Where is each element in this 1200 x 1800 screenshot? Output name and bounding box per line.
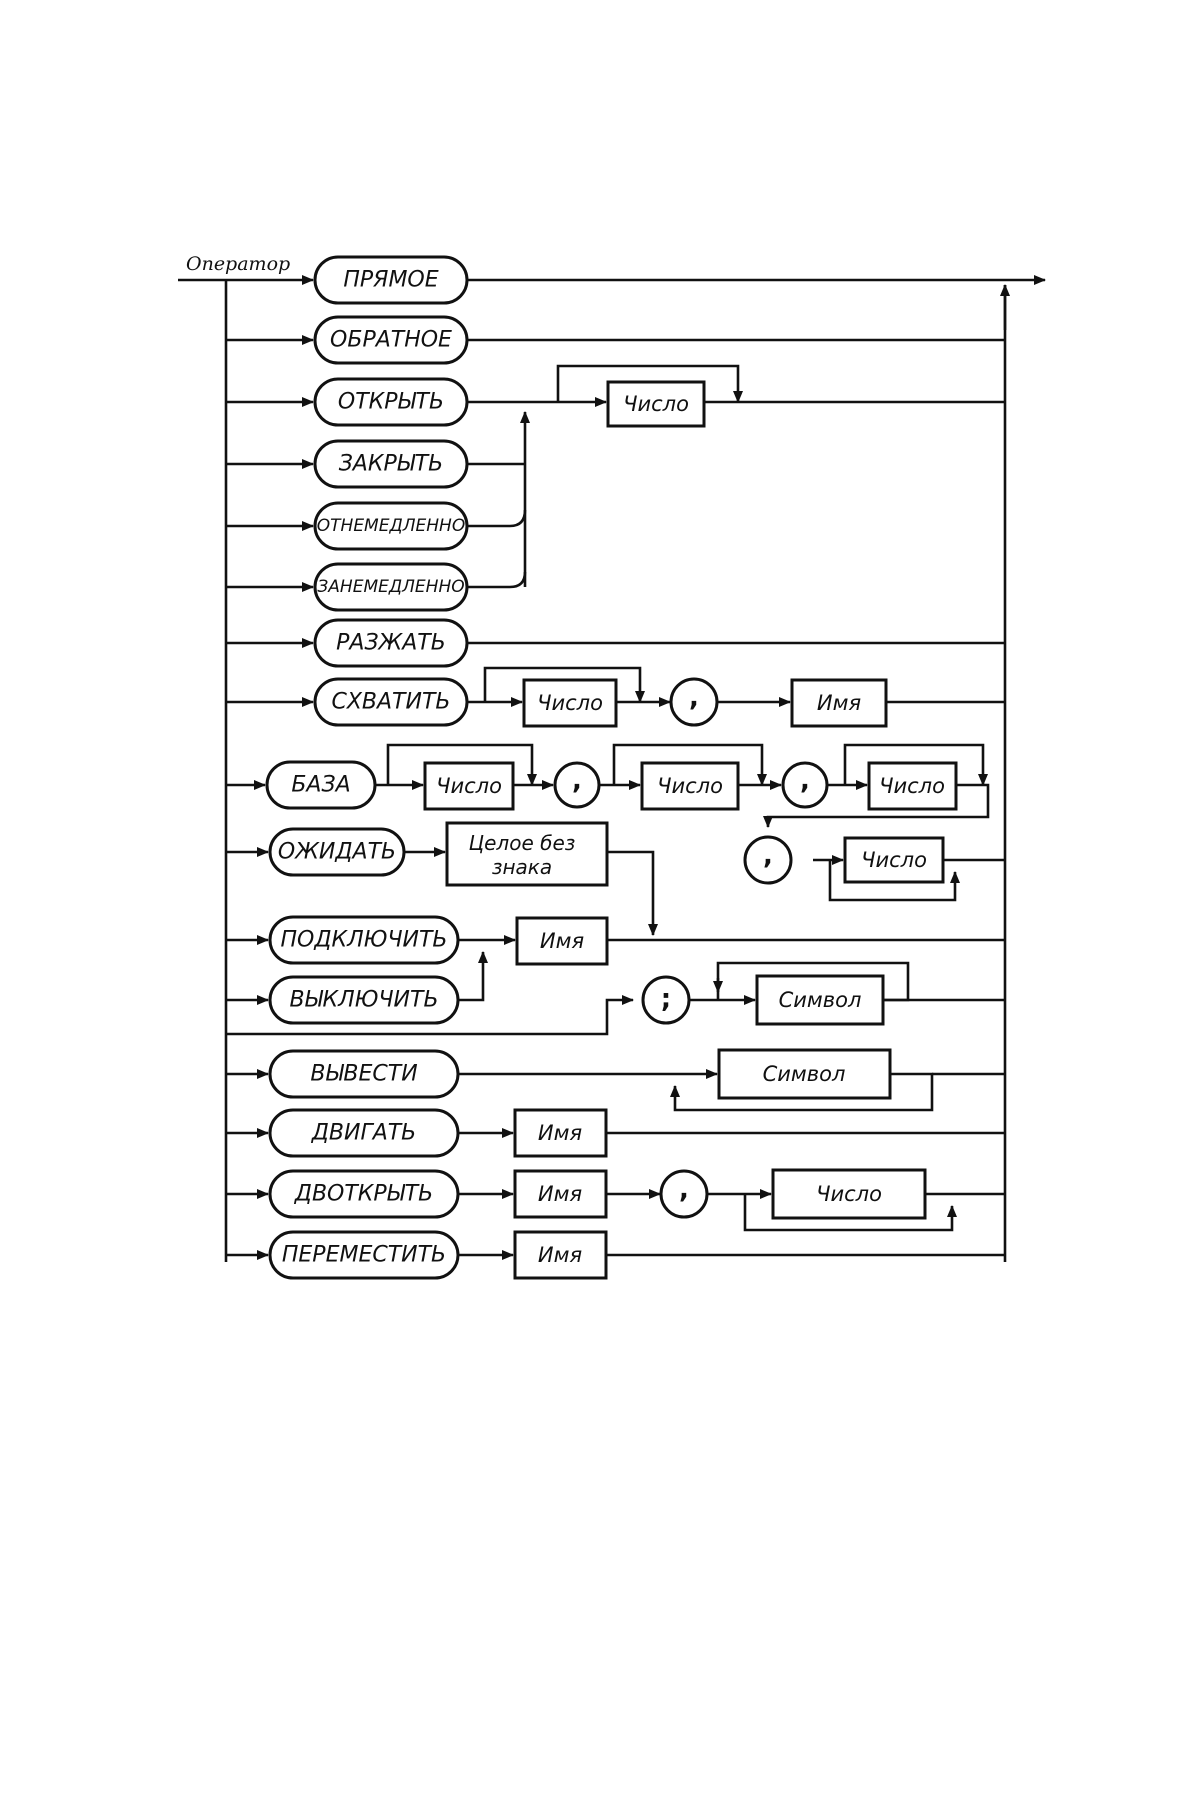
terminal-ozhidat: ОЖИДАТЬ [270, 829, 404, 875]
punct-comma-baza-1: , [555, 763, 599, 807]
nonterminal-imya-peremestit: Имя [515, 1232, 606, 1278]
terminal-dvigat: ДВИГАТЬ [270, 1110, 458, 1156]
punct-comma-baza-2: , [783, 763, 827, 807]
nonterminal-label: Имя [540, 929, 584, 953]
nonterminal-label: Имя [817, 691, 861, 715]
terminal-baza: БАЗА [267, 762, 375, 808]
terminal-peremestit: ПЕРЕМЕСТИТЬ [270, 1232, 458, 1278]
punct-label: , [763, 841, 773, 871]
terminal-label: ПЕРЕМЕСТИТЬ [282, 1243, 446, 1268]
nonterminal-chislo-baza-1: Число [425, 763, 513, 809]
nonterminal-label: Имя [538, 1121, 582, 1145]
terminal-label: ОТНЕМЕДЛЕННО [317, 516, 465, 536]
diagram-start-label: Оператор [186, 253, 290, 275]
terminal-label: ОЖИДАТЬ [278, 840, 396, 865]
nonterminal-label: Число [537, 691, 603, 715]
nonterminal-chislo-dvotkryt: Число [773, 1170, 925, 1218]
nonterminal-chislo-baza-2: Число [642, 763, 738, 809]
terminal-label: ПОДКЛЮЧИТЬ [280, 928, 447, 953]
terminal-vyvesti: ВЫВЕСТИ [270, 1051, 458, 1097]
nonterminal-label: Число [436, 774, 502, 798]
terminal-label: БАЗА [291, 773, 350, 798]
nonterminal-label: Число [816, 1182, 882, 1206]
punct-label: , [572, 766, 582, 796]
terminal-podklyuchit: ПОДКЛЮЧИТЬ [270, 917, 458, 963]
terminal-label: ДВОТКРЫТЬ [294, 1182, 433, 1207]
nonterminal-label: Символ [779, 988, 862, 1012]
terminal-label: ВЫВЕСТИ [310, 1062, 417, 1087]
terminal-obratnoe: ОБРАТНОЕ [315, 317, 467, 363]
terminal-label: СХВАТИТЬ [331, 690, 450, 715]
nonterminal-label: Число [879, 774, 945, 798]
terminal-pryamoe: ПРЯМОЕ [315, 257, 467, 303]
punct-label: , [679, 1175, 689, 1205]
nonterminal-chislo-baza-4: Число [845, 838, 943, 882]
terminal-label: ЗАНЕМЕДЛЕННО [317, 577, 464, 597]
punct-comma-dvotkryt: , [661, 1171, 707, 1217]
terminal-otnemedlenno: ОТНЕМЕДЛЕННО [315, 503, 467, 549]
punct-label: ; [661, 984, 671, 1014]
nonterminal-label-line1: Целое без [469, 831, 576, 855]
terminal-razzhat: РАЗЖАТЬ [315, 620, 467, 666]
nonterminal-chislo-otkryt: Число [608, 382, 704, 426]
punct-label: , [800, 766, 810, 796]
nonterminal-simvol-2: Символ [719, 1050, 890, 1098]
terminal-otkryt: ОТКРЫТЬ [315, 379, 467, 425]
terminal-dvotkryt: ДВОТКРЫТЬ [270, 1171, 458, 1217]
terminal-label: ОТКРЫТЬ [338, 390, 444, 415]
nonterminal-label: Символ [763, 1062, 846, 1086]
nonterminal-chislo-baza-3: Число [869, 763, 956, 809]
nonterminal-imya-dvotkryt: Имя [515, 1171, 606, 1217]
nonterminal-celoe-bez-znaka: Целое без знака [447, 823, 607, 885]
nonterminal-label: Имя [538, 1243, 582, 1267]
terminal-label: ПРЯМОЕ [343, 268, 438, 293]
nonterminal-label: Число [861, 848, 927, 872]
terminal-skhvatit: СХВАТИТЬ [315, 679, 467, 725]
nonterminal-label: Имя [538, 1182, 582, 1206]
terminal-label: ЗАКРЫТЬ [339, 452, 444, 477]
punct-comma-baza-3: , [745, 837, 791, 883]
nonterminal-label: Число [623, 392, 689, 416]
punct-semicolon: ; [643, 977, 689, 1023]
punct-label: , [689, 683, 699, 713]
terminal-zanemedlenno: ЗАНЕМЕДЛЕННО [315, 564, 467, 610]
nonterminal-imya-dvigat: Имя [515, 1110, 606, 1156]
nonterminal-chislo-skhvatit: Число [524, 680, 616, 726]
terminal-label: ВЫКЛЮЧИТЬ [289, 988, 438, 1013]
terminal-vyklyuchit: ВЫКЛЮЧИТЬ [270, 977, 458, 1023]
nonterminal-label-line2: знака [492, 855, 552, 879]
terminal-label: ОБРАТНОЕ [330, 328, 452, 353]
nonterminal-imya-skhvatit: Имя [792, 680, 886, 726]
nonterminal-label: Число [657, 774, 723, 798]
terminal-label: ДВИГАТЬ [311, 1121, 417, 1146]
punct-comma-skhvatit: , [671, 679, 717, 725]
terminal-zakryt: ЗАКРЫТЬ [315, 441, 467, 487]
nonterminal-imya-podklyuchit: Имя [517, 918, 607, 964]
nonterminal-simvol-1: Символ [757, 976, 883, 1024]
terminal-label: РАЗЖАТЬ [336, 631, 446, 656]
